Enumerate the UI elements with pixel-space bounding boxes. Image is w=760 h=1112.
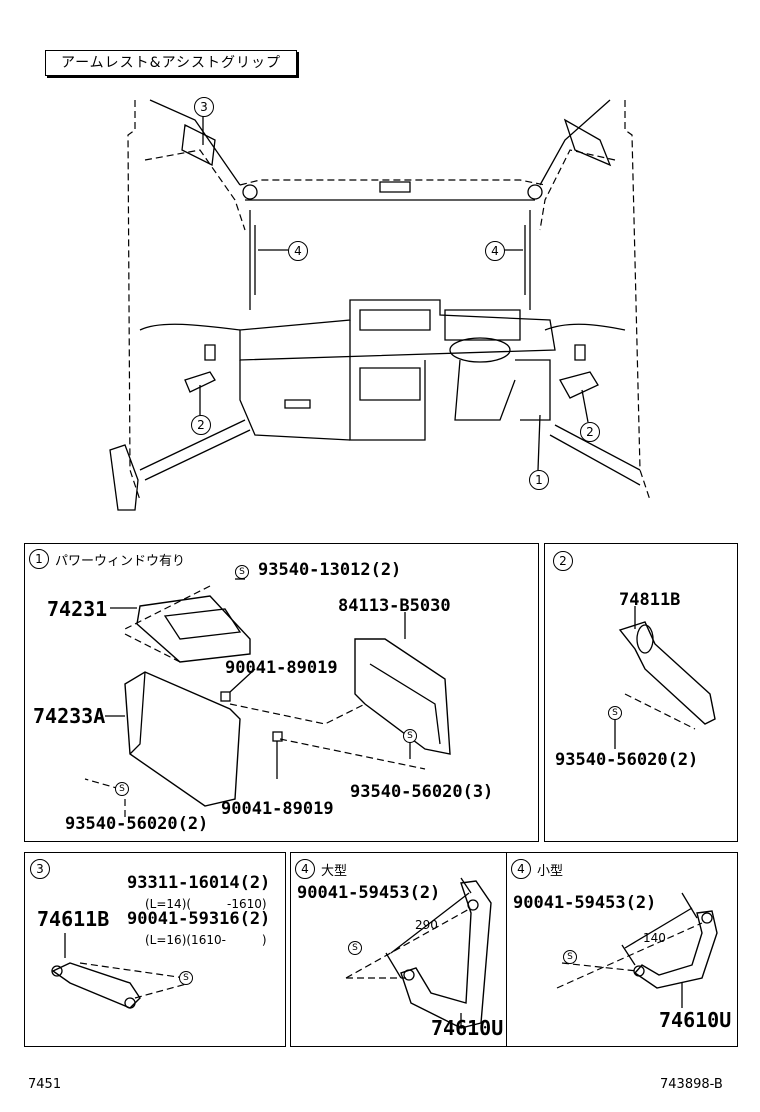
panel-3-assist-grip: 3 93311-16014(2) (L=14)( -1610) 74611B 9…	[24, 852, 286, 1047]
part-93311-16014-note: (L=14)( -1610)	[145, 897, 267, 911]
part-93540-13012: 93540-13012(2)	[258, 560, 402, 580]
part-90041-89019-b: 90041-89019	[221, 799, 334, 819]
panel-1-number: 1	[29, 549, 49, 569]
part-90041-59316: 90041-59316(2)	[127, 909, 271, 929]
cabin-overview-illustration	[109, 99, 651, 511]
panel-2-number: 2	[553, 551, 573, 571]
footer-page-code: 7451	[28, 1077, 62, 1092]
part-93311-16014: 93311-16014(2)	[127, 873, 271, 893]
screw-symbol-4: S	[608, 706, 622, 720]
screw-symbol-7: S	[563, 950, 577, 964]
part-74610U-small: 74610U	[659, 1008, 732, 1032]
part-90041-59453-small: 90041-59453(2)	[513, 893, 657, 913]
part-74811B: 74811B	[619, 590, 681, 610]
panel-1-armrest-power-window: 1 パワーウィンドウ有り S 93540-13012(2) 74231 8411…	[24, 543, 539, 842]
panel-4-small-grip: 4 小型 90041-59453(2) 140 S 74610U	[506, 852, 738, 1047]
panel-1-header: パワーウィンドウ有り	[55, 554, 186, 569]
panel-4b-number: 4	[511, 859, 531, 879]
dimension-140: 140	[643, 931, 666, 945]
panel-4a-header: 大型	[321, 864, 348, 879]
screw-symbol-5: S	[179, 971, 193, 985]
part-74611B: 74611B	[37, 907, 110, 931]
part-74233A: 74233A	[33, 704, 106, 728]
part-84113-B5030: 84113-B5030	[338, 596, 451, 616]
screw-symbol-3: S	[115, 782, 129, 796]
dimension-290: 290	[415, 918, 438, 932]
part-74231: 74231	[47, 597, 108, 621]
panel-4a-number: 4	[295, 859, 315, 879]
part-90041-59316-note: (L=16)(1610- )	[145, 933, 267, 947]
panel-4b-header: 小型	[537, 864, 564, 879]
part-93540-56020-2: 93540-56020(2)	[65, 814, 209, 834]
panel-3-number: 3	[30, 859, 50, 879]
callout-2-right: 2	[580, 422, 600, 442]
footer-diagram-code: 743898-B	[660, 1077, 723, 1092]
part-90041-59453-large: 90041-59453(2)	[297, 883, 441, 903]
screw-symbol-6: S	[348, 941, 362, 955]
callout-4-left: 4	[288, 241, 308, 261]
part-74610U-large: 74610U	[431, 1016, 504, 1040]
callout-2-left: 2	[191, 415, 211, 435]
callout-1: 1	[529, 470, 549, 490]
callout-4-right: 4	[485, 241, 505, 261]
screw-symbol-1: S	[235, 565, 249, 579]
panel-4-large-grip: 4 大型 90041-59453(2) 290 S 74610U	[290, 852, 508, 1047]
screw-symbol-2: S	[403, 729, 417, 743]
part-90041-89019-a: 90041-89019	[225, 658, 338, 678]
panel-2-armrest: 2 74811B S 93540-56020(2)	[544, 543, 738, 842]
part-93540-56020-3: 93540-56020(3)	[350, 782, 494, 802]
callout-3: 3	[194, 97, 214, 117]
diagram-title: アームレスト&アシストグリップ	[45, 50, 297, 76]
part-93540-56020-2-b: 93540-56020(2)	[555, 750, 699, 770]
